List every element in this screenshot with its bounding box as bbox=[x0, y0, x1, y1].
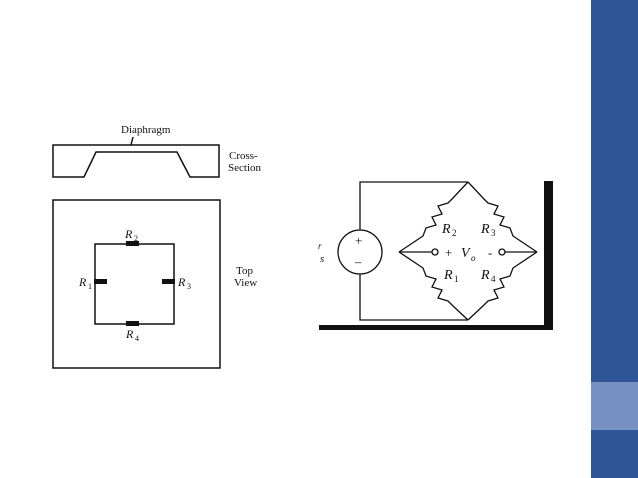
arm-r2 bbox=[398, 181, 469, 253]
top-view-label-2: View bbox=[234, 277, 257, 289]
bridge-r1-sub: 1 bbox=[454, 274, 459, 284]
r3-sub: 3 bbox=[187, 282, 191, 291]
bridge-r4-sub: 4 bbox=[491, 274, 496, 284]
r1-mark bbox=[94, 279, 107, 284]
r2-mark bbox=[126, 241, 139, 246]
label-r1: R 1 bbox=[78, 275, 92, 291]
sidebar-accent-block bbox=[591, 382, 638, 430]
label-r4: R 4 bbox=[125, 327, 139, 343]
diaphragm-label: Diaphragm bbox=[121, 124, 171, 136]
top-view-outer-square bbox=[52, 199, 221, 369]
source-minus: – bbox=[354, 254, 362, 269]
arm-r4 bbox=[467, 251, 538, 321]
r1-letter: R bbox=[78, 275, 87, 289]
strain-gauge-marks bbox=[94, 241, 175, 326]
top-wire bbox=[359, 181, 468, 230]
cross-section-label-1: Cross- bbox=[229, 150, 258, 162]
r1-sub: 1 bbox=[88, 282, 92, 291]
source-plus: + bbox=[355, 233, 362, 248]
bridge-r3-sub: 3 bbox=[491, 228, 496, 238]
vo-terminal-right bbox=[498, 248, 506, 256]
r4-mark bbox=[126, 321, 139, 326]
vo-plus: + bbox=[445, 245, 452, 260]
vo-terminal-left bbox=[431, 248, 439, 256]
vo-letter: V bbox=[461, 246, 471, 261]
cross-section-profile bbox=[52, 144, 220, 178]
bridge-r2-sub: 2 bbox=[452, 228, 457, 238]
bridge-label-r4: R 4 bbox=[480, 268, 496, 284]
r3-letter: R bbox=[177, 275, 186, 289]
vo-minus: - bbox=[488, 245, 492, 260]
ground-bar-horizontal bbox=[319, 325, 553, 330]
bottom-wire bbox=[359, 274, 468, 321]
r3-mark bbox=[162, 279, 175, 284]
diaphragm-leader bbox=[130, 136, 134, 146]
vo-sub: o bbox=[471, 253, 476, 263]
arm-r3 bbox=[467, 181, 538, 253]
bridge-label-r1: R 1 bbox=[443, 268, 459, 284]
top-view-label-1: Top bbox=[236, 265, 253, 277]
ground-bar-vertical bbox=[544, 181, 553, 330]
source-label-r: r bbox=[318, 241, 322, 251]
voltage-source bbox=[337, 229, 383, 275]
r2-letter: R bbox=[124, 227, 133, 241]
arm-r1 bbox=[398, 251, 469, 321]
r2-sub: 2 bbox=[134, 234, 138, 243]
wheatstone-bridge bbox=[337, 181, 538, 321]
label-r2: R 2 bbox=[124, 227, 138, 243]
bridge-label-r2: R 2 bbox=[441, 222, 457, 238]
label-r3: R 3 bbox=[177, 275, 191, 291]
bridge-r3-letter: R bbox=[480, 222, 490, 237]
source-label-s: s bbox=[320, 253, 324, 265]
r4-sub: 4 bbox=[135, 334, 139, 343]
bridge-r2-letter: R bbox=[441, 222, 451, 237]
bridge-r1-letter: R bbox=[443, 268, 453, 283]
r4-letter: R bbox=[125, 327, 134, 341]
cross-section-label-2: Section bbox=[228, 162, 261, 174]
bridge-label-r3: R 3 bbox=[480, 222, 496, 238]
vo-label: + V o - bbox=[445, 245, 492, 263]
bridge-r4-letter: R bbox=[480, 268, 490, 283]
